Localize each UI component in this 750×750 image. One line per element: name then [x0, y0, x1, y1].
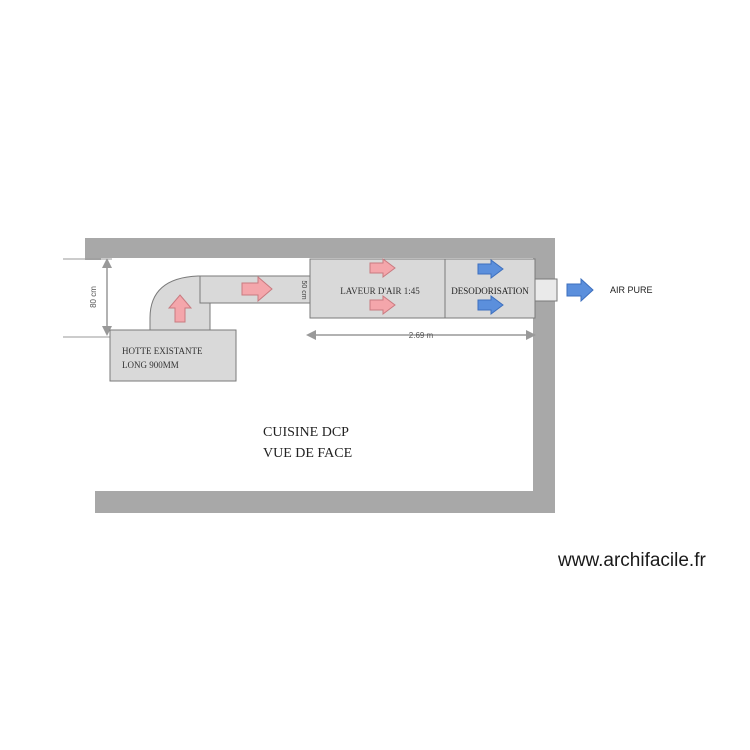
horizontal-duct: 50 cm — [199, 275, 311, 304]
drawing-title-line1: CUISINE DCP — [263, 425, 349, 440]
air-out-label: AIR PURE — [610, 285, 653, 295]
air-washer-unit: LAVEUR D'AIR 1:45 — [309, 258, 446, 319]
hood-label-line1: HOTTE EXISTANTE — [122, 346, 203, 356]
outlet-duct — [534, 278, 558, 302]
deodorization-unit: DESODORISATION — [444, 258, 536, 319]
elbow-duct — [149, 275, 211, 331]
watermark: www.archifacile.fr — [558, 550, 706, 571]
arrow-right-icon — [477, 295, 504, 315]
air-washer-label: LAVEUR D'AIR 1:45 — [340, 286, 420, 296]
hood-label-line2: LONG 900MM — [122, 360, 179, 370]
dim-label-50cm: 50 cm — [300, 280, 307, 299]
arrow-up-icon — [167, 294, 193, 323]
dimension-horizontal: 2.69 m — [306, 330, 536, 340]
deodorization-label: DESODORISATION — [451, 286, 529, 296]
existing-hood: HOTTE EXISTANTE LONG 900MM — [109, 329, 237, 382]
arrow-right-icon — [477, 259, 504, 279]
dim-label-80cm: 80 cm — [89, 286, 98, 308]
dimension-vertical-left: 80 cm — [89, 258, 112, 336]
drawing-title-line2: VUE DE FACE — [263, 446, 352, 461]
walls — [63, 238, 555, 513]
wall-right — [533, 238, 555, 513]
wall-top — [85, 238, 555, 258]
wall-left-stub — [85, 238, 101, 260]
arrow-right-icon — [369, 295, 396, 315]
dim-label-269m: 2.69 m — [409, 331, 434, 340]
arrow-right-icon — [241, 275, 273, 303]
arrow-right-icon — [369, 258, 396, 278]
arrow-right-icon — [566, 277, 594, 303]
wall-bottom — [95, 491, 555, 513]
